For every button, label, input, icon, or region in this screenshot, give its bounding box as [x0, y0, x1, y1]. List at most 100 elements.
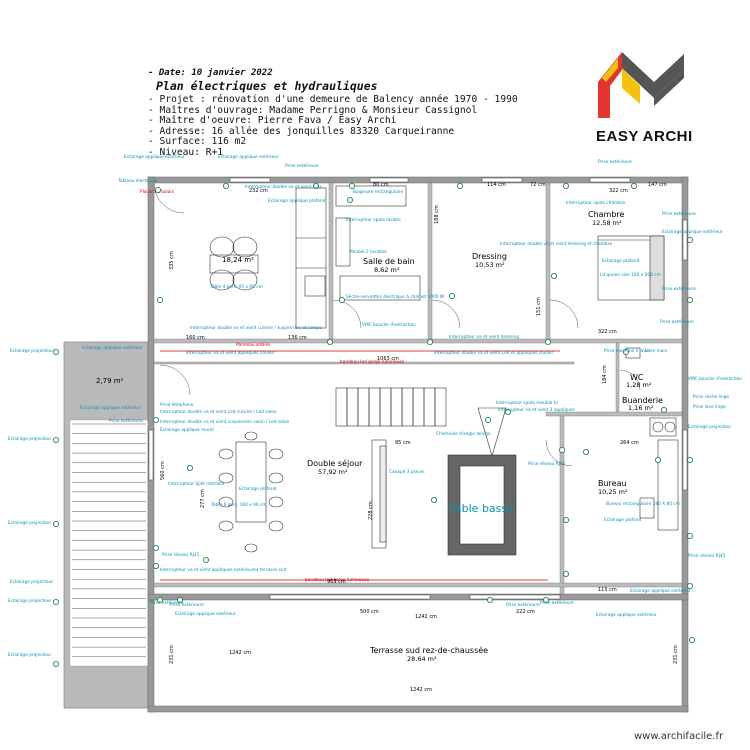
electrical-point-icon: [484, 416, 491, 423]
stair-step: [401, 387, 414, 427]
el-label: Interrupteur spots meuble tv: [496, 400, 558, 406]
electrical-point-icon: [583, 448, 590, 455]
el-label: Interrupteur spots chambre: [566, 200, 626, 206]
stair-step: [423, 387, 436, 427]
el-label: Table 4 pers. 95 x 95 cm: [209, 284, 263, 290]
el-label: Prise extérieure: [109, 417, 143, 424]
dim: 114 cm: [487, 182, 506, 188]
dim: 335 cm: [169, 251, 175, 270]
el-label: Eclairage projecteur: [10, 348, 54, 354]
dim: 264 cm: [620, 440, 639, 446]
dim: 147 cm: [648, 182, 667, 188]
watermark: www.archifacile.fr: [634, 731, 724, 742]
electrical-point-icon: [661, 406, 668, 413]
dim: 222 cm: [516, 609, 535, 615]
note-solar: Panneau solaire: [236, 342, 270, 348]
electrical-point-icon: [563, 182, 570, 189]
electrical-point-icon: [53, 436, 60, 443]
el-label: Eclairage plafond: [602, 258, 640, 264]
electrical-point-icon: [456, 182, 463, 189]
el-label: Canapé 3 places: [389, 468, 425, 475]
el-label: Sèche-serviettes électrique à chaînet 10…: [346, 293, 445, 300]
el-label: Prise extérieure: [540, 599, 574, 606]
dim: 1242 cm: [229, 650, 251, 656]
electrical-point-icon: [551, 272, 558, 279]
electrical-point-icon: [338, 296, 345, 303]
room-sejour-name: Double séjour: [307, 458, 363, 468]
room-small-area: 2,79 m²: [96, 377, 124, 385]
fireplace: [477, 407, 507, 458]
dim: 188 cm: [434, 205, 440, 224]
el-label: Prise extérieure: [660, 318, 694, 325]
dim: 151 cm: [536, 297, 542, 316]
architect-line: - Maître d'oeuvre: Pierre Fava / Easy Ar…: [148, 115, 397, 126]
room-dressing-area: 10,53 m²: [475, 261, 505, 269]
room-dressing-name: Dressing: [472, 252, 507, 261]
electrical-point-icon: [426, 338, 433, 345]
el-label: Eclairage applique extérieur: [630, 587, 691, 594]
electrical-point-icon: [156, 597, 163, 604]
el-label: Eclairage projecteur: [8, 520, 52, 526]
interior-stairs: [335, 387, 447, 427]
note-led-corridor: bandeau led gorge lumineuse: [340, 359, 405, 365]
el-label: Eclairage projecteur: [10, 579, 54, 585]
dim: 1242 cm: [415, 614, 437, 620]
electrical-point-icon: [689, 637, 696, 644]
dim: 80 cm: [373, 182, 389, 188]
electrical-point-icon: [53, 348, 60, 355]
el-label: Prise réseau RJ45: [162, 551, 200, 558]
room-bureau-area: 10,25 m²: [598, 488, 628, 496]
el-label: Eclairage projecteur: [8, 652, 52, 658]
coffee-table-label: Table basse: [449, 502, 514, 515]
dim: 277 cm: [200, 489, 206, 508]
door-swings: [153, 182, 641, 467]
el-label: Eclairage applique extérieur: [80, 404, 141, 411]
dining-table: [218, 431, 284, 553]
stair-step: [335, 387, 348, 427]
stair-step: [346, 387, 359, 427]
dim: 160 cm: [186, 335, 205, 341]
electrical-point-icon: [687, 236, 694, 243]
electrical-point-icon: [152, 563, 159, 570]
dim: 500 cm: [360, 609, 379, 615]
el-label: Prise lave linge: [693, 404, 726, 410]
stair-step: [434, 387, 447, 427]
easy-archi-logo-icon: [598, 52, 684, 118]
electrical-point-icon: [687, 456, 694, 463]
el-label: Baignoire rectangulaire: [353, 189, 404, 195]
el-label: Table 6 pers. 160 x 90 cm: [210, 502, 267, 508]
room-bureau-name: Bureau: [598, 479, 627, 488]
electrical-point-icon: [156, 296, 163, 303]
el-label: Interrupteur va et vient 3 appliques: [498, 407, 575, 413]
room-buanderie-name: Buanderie: [622, 396, 663, 405]
room-sdb-area: 8,62 m²: [374, 266, 400, 274]
el-label: Eclairage applique extérieur: [662, 228, 723, 235]
dim: 322 cm: [609, 188, 628, 194]
room-buanderie-area: 1,16 m²: [628, 404, 654, 412]
electrical-point-icon: [687, 583, 694, 590]
electrical-point-icon: [563, 517, 570, 524]
el-label: Interrupteur doublé va et vient cuisi: [245, 183, 323, 190]
level-line: - Niveau: R+1: [148, 146, 224, 158]
dim: 95 cm: [395, 440, 411, 446]
el-label: Prise réseau RJ45: [688, 552, 726, 559]
electrical-point-icon: [559, 446, 566, 453]
stair-step: [357, 387, 370, 427]
electrical-point-icon: [152, 545, 159, 552]
bedroom-bed: [597, 235, 665, 301]
owners-line: - Maîtres d'ouvrage: Madame Perrigno & M…: [148, 104, 478, 116]
dim: 228 cm: [368, 501, 374, 520]
el-label: Interrupteur double va et vient Led et a…: [434, 350, 553, 356]
el-label: Eclairage applique plafond: [268, 198, 326, 204]
plan-title: Plan électriques et hydrauliques: [156, 79, 378, 93]
electrical-point-icon: [53, 661, 60, 668]
el-label: Eclairage applique extérieur: [218, 153, 279, 160]
el-label: VMC bouche d'extraction: [688, 376, 742, 382]
electrical-point-icon: [631, 182, 638, 189]
electrical-point-icon: [448, 292, 455, 299]
electrical-point-icon: [326, 338, 333, 345]
el-label: Eclairage applique mural: [160, 427, 214, 433]
electrical-point-icon: [486, 597, 493, 604]
red-lines: [160, 350, 560, 581]
